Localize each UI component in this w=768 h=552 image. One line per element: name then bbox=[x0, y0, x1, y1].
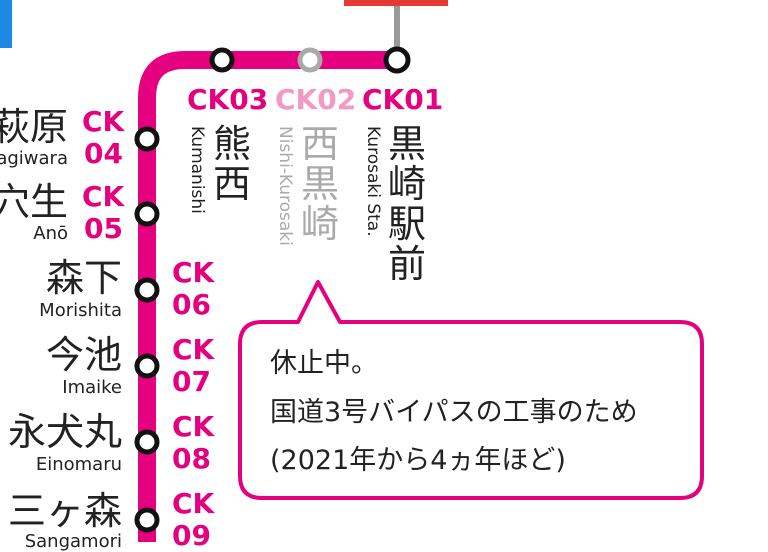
station-ja-ck05: 穴生 bbox=[0, 180, 68, 224]
station-code-ck05-prefix: CK bbox=[82, 180, 125, 213]
station-marker-ck01[interactable] bbox=[383, 46, 411, 74]
station-en-ck01: Kurosaki Sta. bbox=[363, 126, 383, 237]
station-ja-ck08: 永犬丸 bbox=[7, 410, 122, 454]
station-code-ck06-num: 06 bbox=[172, 288, 211, 321]
station-ja-ck01-char: 前 bbox=[387, 242, 426, 286]
station-en-ck04: Hagiwara bbox=[0, 148, 68, 169]
station-ja-ck01-char: 駅 bbox=[387, 202, 426, 246]
station-code-ck04-prefix: CK bbox=[82, 105, 125, 138]
station-ja-ck09: 三ヶ森 bbox=[7, 489, 122, 533]
station-ja-ck04: 萩原 bbox=[0, 105, 68, 149]
callout-line-1: 休止中。 bbox=[270, 348, 378, 379]
station-marker-ck07[interactable] bbox=[134, 353, 160, 379]
station-code-ck08-num: 08 bbox=[172, 442, 211, 475]
red-line-fragment bbox=[344, 0, 448, 6]
station-code-ck01: CK01 bbox=[362, 83, 444, 116]
station-code-ck02: CK02 bbox=[275, 83, 357, 116]
station-ja-ck01-char: 崎 bbox=[387, 162, 426, 206]
station-code-ck06-prefix: CK bbox=[172, 256, 215, 289]
callout-line-2: 国道3号バイパスの工事のため bbox=[270, 397, 638, 428]
station-code-ck05-num: 05 bbox=[84, 212, 123, 245]
route-line bbox=[138, 51, 397, 542]
station-marker-ck02[interactable] bbox=[297, 47, 323, 73]
station-ja-ck01-char: 黒 bbox=[387, 122, 426, 166]
station-ja-ck02-char: 崎 bbox=[300, 202, 339, 246]
station-marker-ck08[interactable] bbox=[134, 429, 160, 455]
station-en-ck09: Sangamori bbox=[24, 531, 122, 552]
station-ja-ck02-char: 黒 bbox=[300, 162, 339, 206]
station-marker-ck03[interactable] bbox=[209, 47, 235, 73]
blue-line-fragment bbox=[0, 0, 12, 48]
station-marker-ck04[interactable] bbox=[134, 126, 160, 152]
station-ja-ck02: 西 黒 崎 bbox=[300, 124, 340, 244]
station-marker-ck05[interactable] bbox=[134, 201, 160, 227]
station-code-ck09-num: 09 bbox=[172, 519, 211, 552]
station-code-ck07-num: 07 bbox=[172, 365, 211, 398]
station-code-ck08-prefix: CK bbox=[172, 410, 215, 443]
station-en-ck05: Anō bbox=[33, 223, 68, 244]
station-marker-ck06[interactable] bbox=[134, 277, 160, 303]
station-en-ck06: Morishita bbox=[39, 300, 122, 321]
station-code-ck09-prefix: CK bbox=[172, 487, 215, 520]
station-code-ck07-prefix: CK bbox=[172, 333, 215, 366]
station-code-ck04-num: 04 bbox=[84, 137, 123, 170]
station-ja-ck03: 熊 西 bbox=[212, 124, 252, 204]
station-marker-ck09[interactable] bbox=[134, 507, 160, 533]
station-ja-ck02-char: 西 bbox=[300, 122, 339, 166]
station-ja-ck07: 今池 bbox=[45, 333, 122, 377]
station-ja-ck06: 森下 bbox=[45, 256, 122, 300]
station-ja-ck01: 黒 崎 駅 前 bbox=[387, 124, 427, 284]
station-en-ck02: Nishi-Kurosaki bbox=[275, 126, 295, 246]
station-en-ck03: Kumanishi bbox=[187, 126, 207, 214]
station-ja-ck03-char: 西 bbox=[212, 162, 251, 206]
callout-line-3: (2021年から4ヵ年ほど) bbox=[270, 445, 566, 476]
station-code-ck03: CK03 bbox=[187, 83, 269, 116]
station-ja-ck03-char: 熊 bbox=[212, 122, 251, 166]
callout-bubble bbox=[238, 280, 704, 500]
station-en-ck07: Imaike bbox=[62, 377, 122, 398]
station-en-ck08: Einomaru bbox=[35, 454, 122, 475]
